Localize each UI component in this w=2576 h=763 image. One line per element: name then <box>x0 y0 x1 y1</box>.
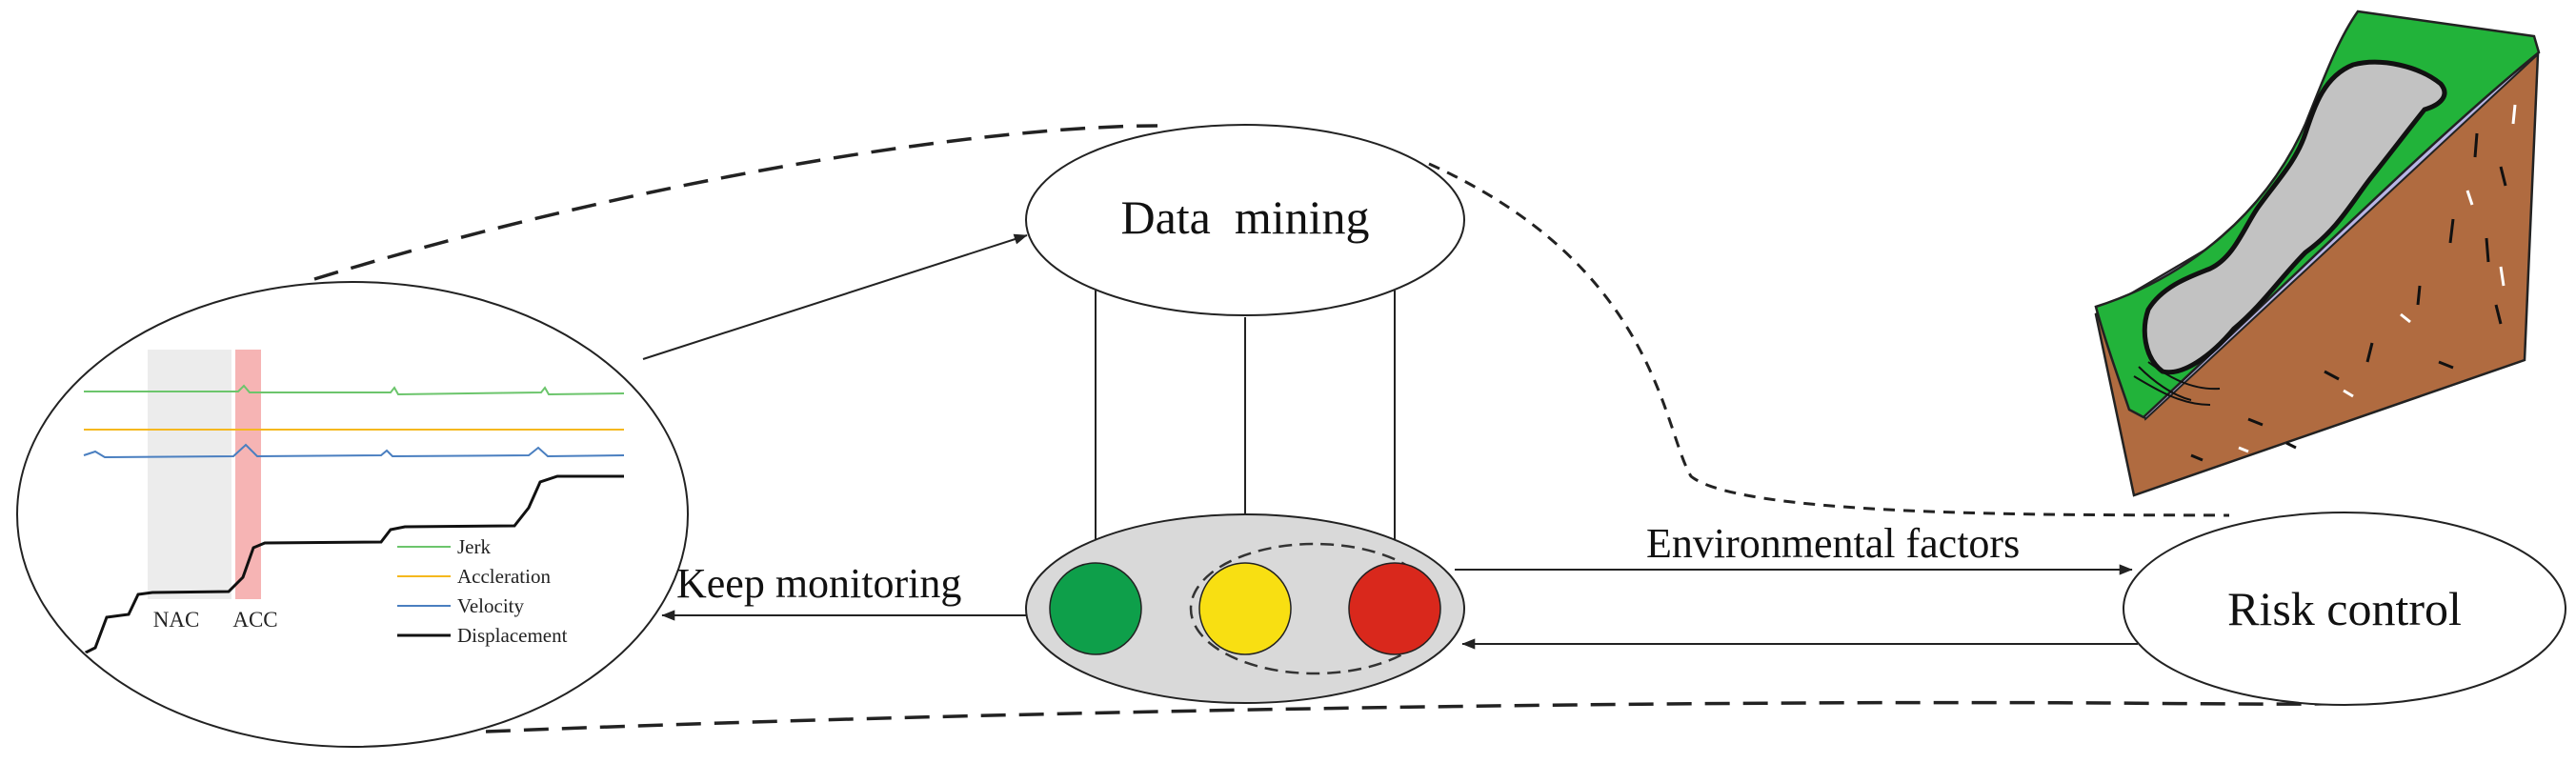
velocity-line <box>83 443 625 459</box>
data-mining-ellipse <box>1025 124 1465 316</box>
nac-band <box>148 350 231 599</box>
slide-debris-lines <box>2133 361 2221 406</box>
data-mining-label: Data mining <box>1120 191 1369 244</box>
monitoring-plot: NAC ACC JerkAcclerationVelocityDisplacem… <box>16 281 689 748</box>
legend-label-acceleration: Accleration <box>457 565 551 588</box>
environmental-factors-label: Environmental factors <box>1646 520 2020 567</box>
dashed-top-arc <box>313 124 1158 281</box>
legend-label-displacement: Displacement <box>457 624 568 647</box>
nac-label: NAC <box>153 608 200 632</box>
red-level-light <box>1348 562 1441 655</box>
risk-control-node: Risk control <box>2123 512 2566 706</box>
landslide-body <box>2142 59 2447 375</box>
legend-label-jerk: Jerk <box>457 535 491 558</box>
landslide-illustration <box>2094 10 2541 497</box>
jerk-line <box>84 384 625 396</box>
green-level-light <box>1049 562 1142 655</box>
slope-soil-highlights <box>2238 104 2517 453</box>
risk-control-label: Risk control <box>2227 582 2462 635</box>
data-mining-node: Data mining <box>1025 124 1465 316</box>
dashed-slope-link <box>1428 162 2230 517</box>
yellow-level-light <box>1198 562 1292 655</box>
risk-control-ellipse <box>2123 512 2566 706</box>
slope-soil-marks <box>2190 132 2507 462</box>
arrow-plot-to-mining <box>642 233 1028 360</box>
alert-panel <box>1025 513 1465 704</box>
keep-monitoring-label: Keep monitoring <box>676 560 961 607</box>
dashed-connectors <box>313 124 2354 733</box>
legend-label-velocity: Velocity <box>457 594 524 617</box>
acc-label: ACC <box>232 608 277 632</box>
plot-ellipse <box>16 281 689 748</box>
displacement-line <box>83 474 624 655</box>
dashed-bottom-arc <box>485 700 2354 733</box>
